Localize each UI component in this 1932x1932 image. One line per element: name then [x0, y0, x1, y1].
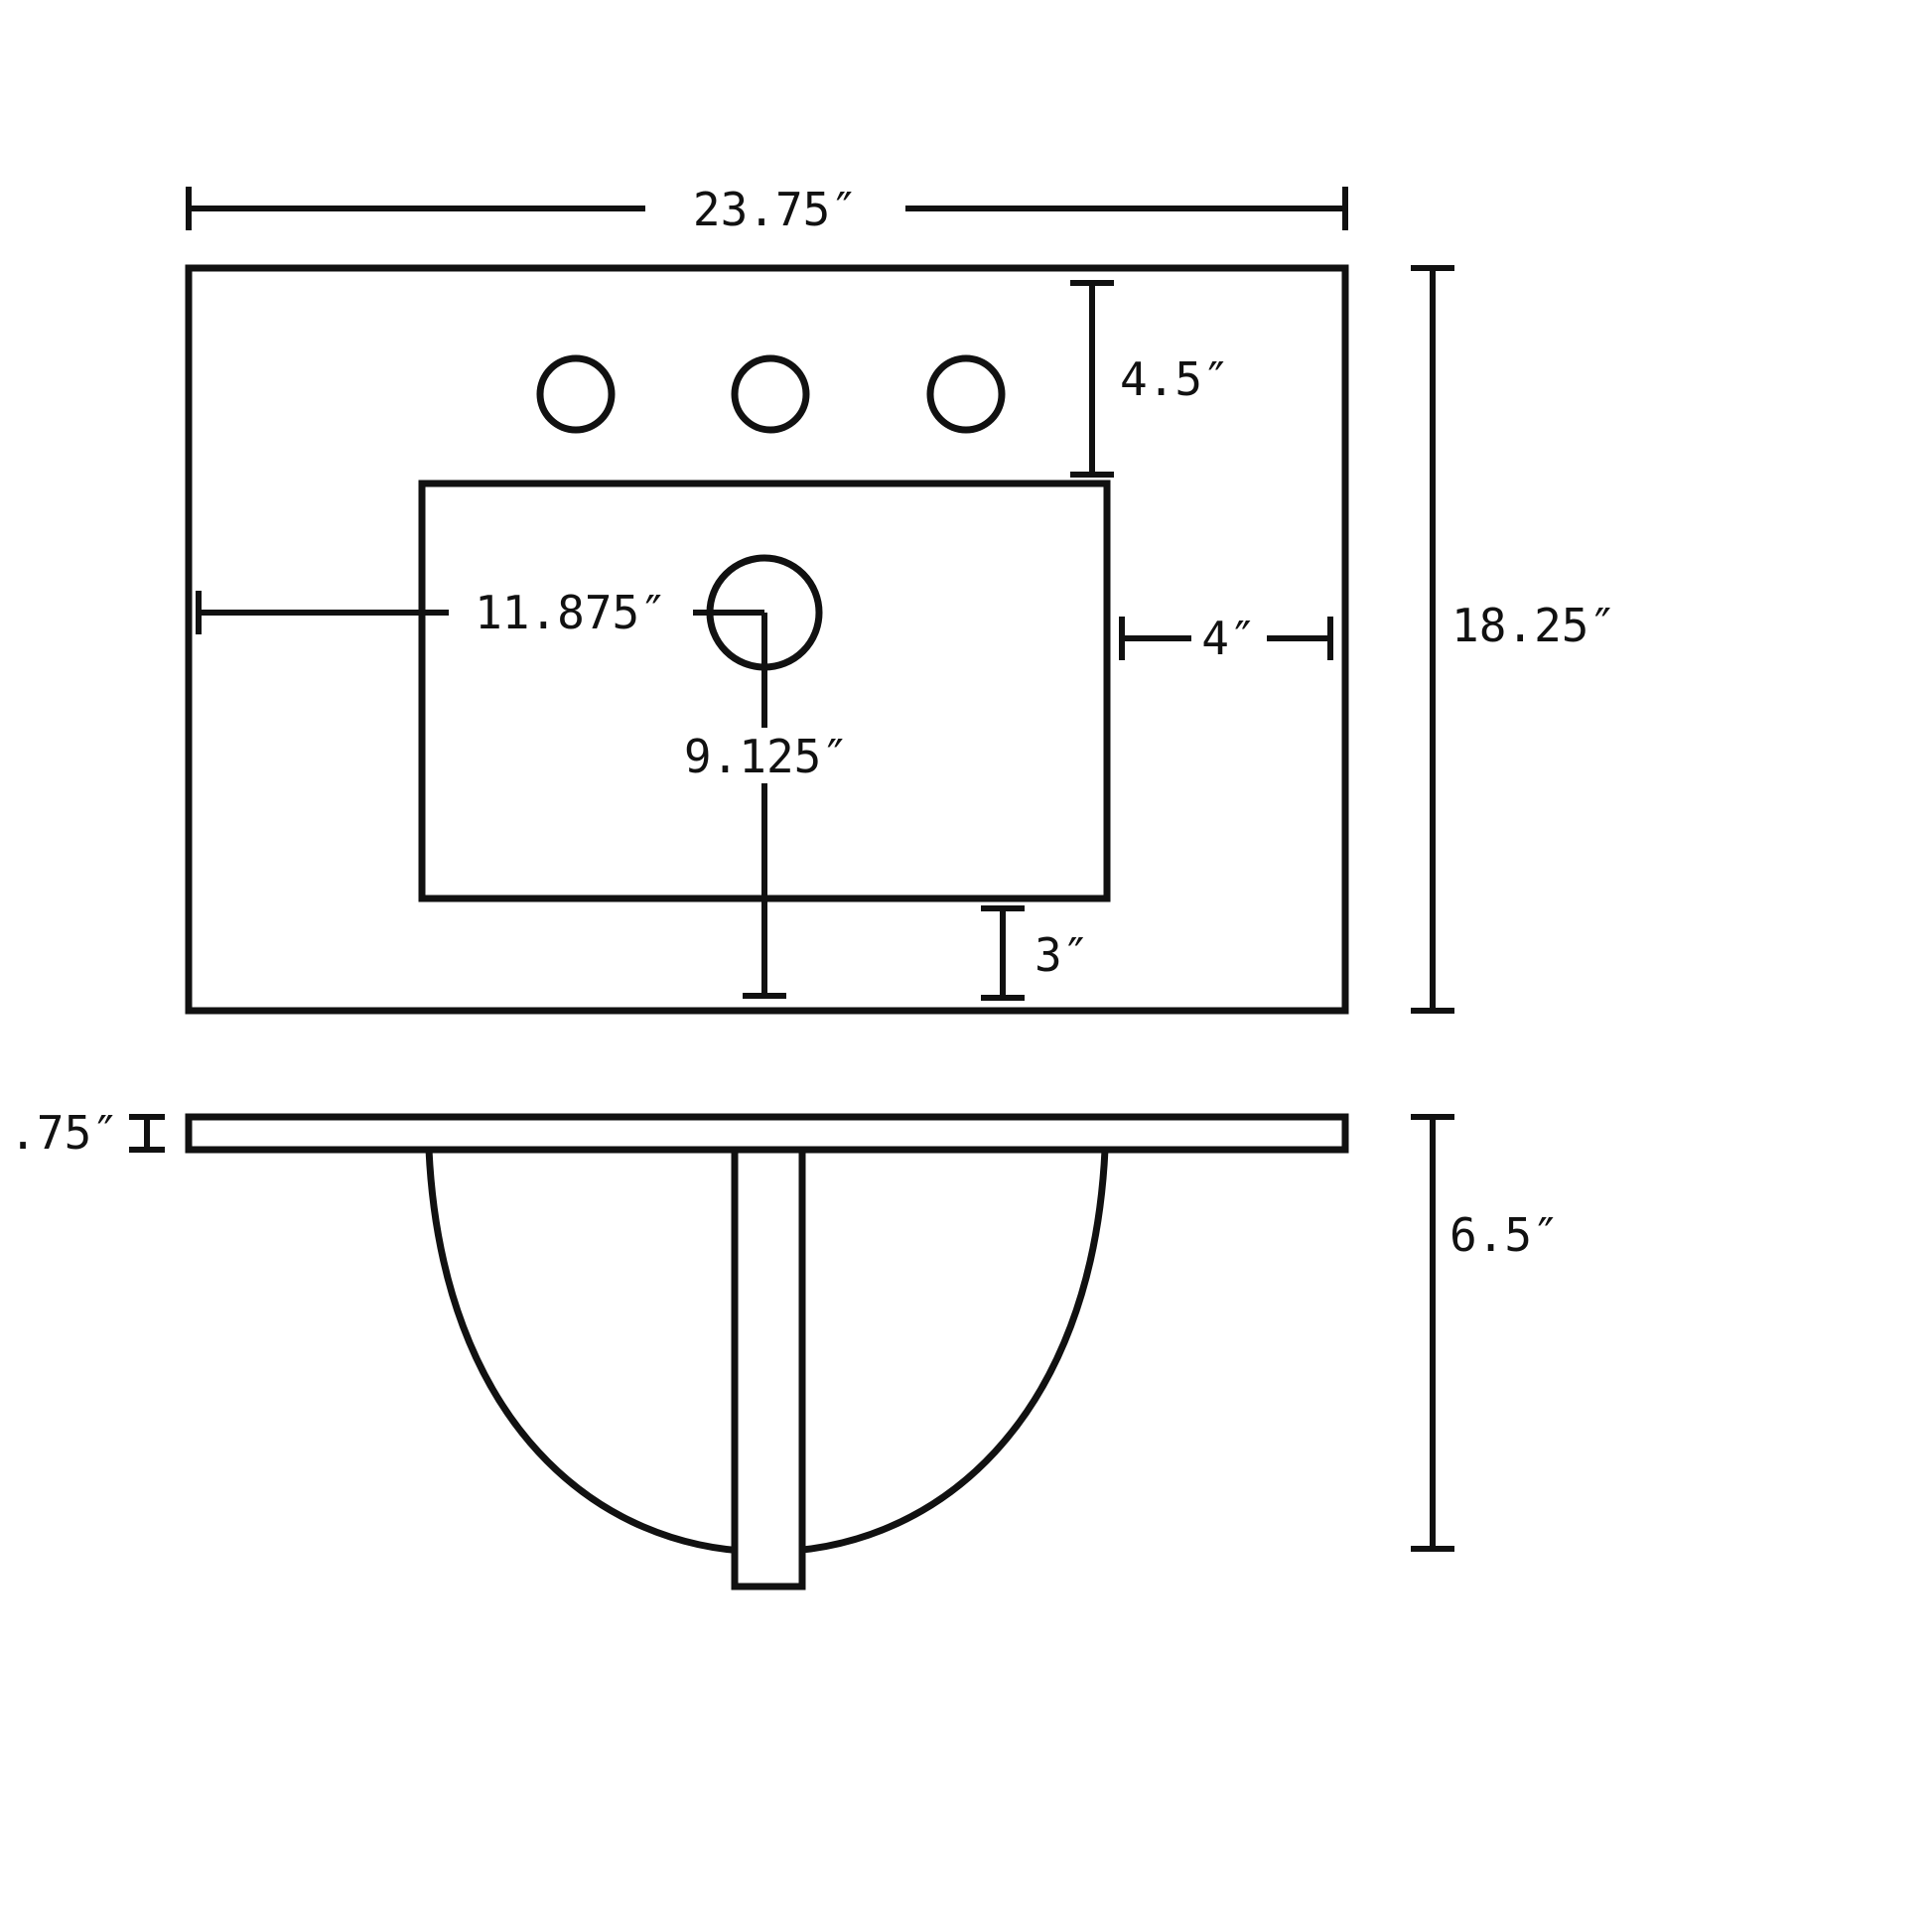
countertop-outline [185, 264, 1349, 1015]
dimension-faucet-hole-offset: 4.5″ [1070, 280, 1230, 478]
label-background [449, 585, 693, 640]
faucet-hole-left [536, 354, 616, 434]
countertop-slab [185, 1113, 1349, 1154]
faucet-hole-center [731, 354, 810, 434]
dimension-basin-to-right-edge: 4″ [1119, 612, 1333, 665]
bowl-depth-label: 6.5″ [1449, 1208, 1560, 1262]
label-background [1191, 613, 1267, 664]
dimension-overall-depth: 18.25″ [1411, 265, 1616, 1014]
faucet-hole-right [926, 354, 1006, 434]
dimension-drain-from-left: 11.875″ [196, 585, 764, 640]
dimension-drain-from-top: 9.125″ [675, 613, 858, 999]
dimension-bowl-depth: 6.5″ [1411, 1114, 1560, 1552]
drain-from-left-label: 11.875″ [475, 586, 667, 639]
dimension-basin-to-bottom-edge: 3″ [981, 905, 1089, 1001]
overall-width-label: 23.75″ [693, 183, 858, 236]
basin-to-bottom-edge-label: 3″ [1035, 928, 1089, 982]
faucet-hole-offset-label: 4.5″ [1120, 352, 1230, 406]
drain-pipe [731, 1146, 806, 1590]
slab-thickness-label: .75″ [9, 1106, 119, 1160]
basin-to-right-edge-label: 4″ [1201, 612, 1256, 665]
drain-from-top-label: 9.125″ [684, 730, 849, 783]
dimension-slab-thickness: .75″ [9, 1106, 165, 1160]
dimension-overall-width: 23.75″ [186, 181, 1348, 236]
label-background [675, 728, 858, 783]
label-background [645, 181, 905, 236]
overall-depth-label: 18.25″ [1451, 599, 1616, 652]
